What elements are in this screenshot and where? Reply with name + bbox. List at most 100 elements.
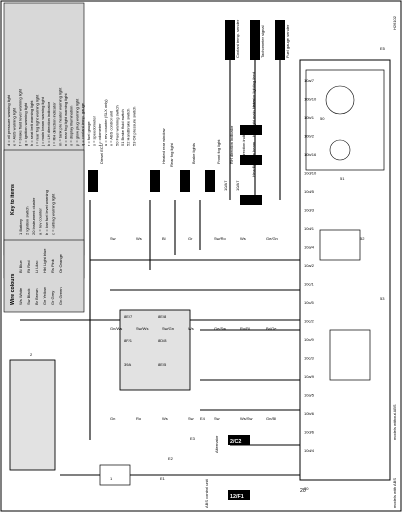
- relay-pin: 8F/1: [124, 338, 133, 343]
- wire-label: Ws: [136, 236, 142, 241]
- wire-label: Ws: [162, 416, 168, 421]
- connector-label: Heated rear window: [161, 128, 166, 164]
- side-note-with-abs: models with ABS: [392, 478, 397, 508]
- item-list-entry: f = brake fluid level warning light: [17, 88, 22, 146]
- cluster-pin: 10a/2: [304, 263, 315, 268]
- cluster-pin: 10d/3: [304, 208, 315, 213]
- cluster-pin: 10d/10: [304, 171, 317, 176]
- item-list-entry: l = RH direction indicator: [52, 102, 57, 146]
- item-list-entry: e = ABS warning light: [12, 107, 17, 146]
- connector-tag: 10/A7: [235, 180, 240, 191]
- wire-label: Sw: [188, 416, 194, 421]
- key-item: a = rev counter: [38, 208, 43, 235]
- battery: [99, 464, 131, 486]
- item-list-entry: 50 Fuel warning switch: [114, 105, 119, 146]
- connector-tag: 9/K2: [245, 155, 250, 164]
- cluster-number: 20: [300, 488, 306, 494]
- connector-label: Rear fog light: [169, 142, 174, 167]
- key-to-items-panel: Key to items: [3, 149, 85, 256]
- cluster-pin: 10c/1: [304, 282, 315, 287]
- connector-tag: 9/B5: [245, 125, 250, 134]
- cluster-pin: 10d/5: [304, 189, 315, 194]
- ignition-switch: [9, 359, 56, 471]
- component-number: E3: [190, 436, 196, 441]
- item-list-entry: g = ignition warning light: [23, 102, 28, 146]
- wire-colour-entry: Hbl Light blue: [42, 248, 47, 273]
- wire-colour-entry: Ws White: [18, 287, 23, 305]
- top-connector-tag: 2/4 3/G1 4/H8 5/H7: [227, 23, 232, 58]
- key-item: c = airbag warning light: [51, 193, 56, 235]
- cluster-pin: 10c/2: [304, 319, 315, 324]
- component-number: 52: [360, 236, 365, 241]
- item-list-entry: u = rev counter (SLX only): [103, 99, 108, 146]
- item-list-entry: j = main beam warning light: [40, 96, 45, 147]
- component-number: 20: [304, 486, 309, 491]
- item-list-entry: r = fuel gauge: [86, 121, 91, 146]
- component-number: E4: [200, 416, 206, 421]
- component-number: 2: [30, 352, 33, 357]
- cluster-pin: 10d/1: [304, 226, 315, 231]
- wire-colour-entry: Br Brown: [34, 289, 39, 305]
- component-number: E5: [380, 46, 386, 51]
- item-list-entry: i = rear fog light warning light: [35, 94, 40, 146]
- connector-tag: 10/A7: [223, 180, 228, 191]
- relay-box: [119, 309, 191, 391]
- item-list-entry: d = oil pressure warning light: [6, 94, 11, 146]
- relay-pin: 8E/5: [158, 362, 167, 367]
- component-number: 51: [340, 176, 345, 181]
- wire-label: Sw: [214, 416, 220, 421]
- cluster-pin: 10b/16: [304, 152, 317, 157]
- item-list-entry: t = odometer: [97, 123, 102, 146]
- wire-colour-entry: Bl Blue: [18, 260, 23, 273]
- item-list-entry: 53 Oil pressure switch: [131, 107, 136, 146]
- wire-label: Ge/Sw: [214, 326, 226, 331]
- connector-label: Headlight main beam: [251, 99, 256, 137]
- item-list-entry: 52 Handbrake switch: [126, 109, 131, 146]
- cluster-pin: 10b/6: [304, 411, 315, 416]
- connector-label: Front fog light: [216, 139, 221, 164]
- cluster-pin: 10a/5: [304, 393, 315, 398]
- connector-label: Brake lights: [191, 143, 196, 164]
- connector-tag: 9/K2: [245, 195, 250, 204]
- item-list-entry: o = display illumination: [69, 106, 74, 146]
- component-number: 53: [380, 296, 385, 301]
- key-item: 2 Ignition switch: [25, 207, 30, 235]
- wire-label: Sw: [110, 236, 116, 241]
- cluster-pin: 10b/2: [304, 134, 315, 139]
- item-list-entry: h = seat belt warning light: [29, 100, 34, 146]
- wire-label: Br/Ge: [266, 326, 277, 331]
- relay-pin: 8E/8: [158, 314, 167, 319]
- connector-label: Headlight low beam: [251, 141, 256, 177]
- item-list-entry: n = rear fog light warning light: [63, 93, 68, 146]
- relay-pin: 8D/8: [158, 338, 167, 343]
- wire-label: Ws: [188, 326, 194, 331]
- relay-pin: 8E/7: [124, 314, 133, 319]
- key-item: 1 Battery: [18, 219, 23, 235]
- top-connector-label: Fuel gauge sender: [285, 24, 290, 58]
- component-number: E2: [168, 456, 174, 461]
- key-title: Key to items: [10, 184, 16, 215]
- connector-tag: 7/F7: [155, 182, 160, 191]
- cluster-pin: 10c/5: [304, 300, 315, 305]
- key-item: 20 Instrument cluster: [31, 197, 36, 235]
- lower-connector-label: ABS control unit: [204, 478, 209, 508]
- connector-tag: 8/B7: [210, 182, 215, 191]
- wire-label: Bl: [162, 236, 166, 241]
- instrument-cluster: 20: [299, 59, 391, 494]
- connector-tag: 8/D7: [185, 182, 190, 191]
- side-note-without-abs: models without ABS: [392, 404, 397, 440]
- top-connector-label: Coolant temp. sender: [235, 19, 240, 58]
- figure-id: H26102: [392, 15, 397, 30]
- top-connector-label: Tachometer signal: [260, 25, 265, 58]
- wire-label: Gn/Bl: [266, 416, 276, 421]
- wire-label: Gr: [188, 236, 193, 241]
- lower-connector-tag: 2/C2: [230, 439, 241, 445]
- cluster-pin: 10c/3: [304, 356, 315, 361]
- component-number: E1: [160, 476, 166, 481]
- wire-colour-entry: Gn Green: [58, 287, 63, 305]
- wire-colour-entry: Ge Yellow: [42, 287, 47, 305]
- cluster-pin: 10d/6: [304, 430, 315, 435]
- wire-label: Ws/Sw: [240, 416, 253, 421]
- wire-colour-entry: Rt Red: [26, 261, 31, 273]
